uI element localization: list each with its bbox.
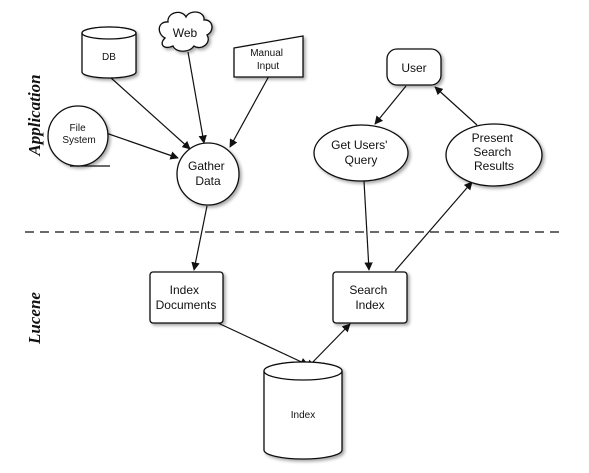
section-label-application: Application — [25, 74, 44, 156]
edge-index-search-index — [306, 323, 351, 369]
file-system-label: File System — [62, 123, 95, 146]
index-node — [263, 361, 343, 460]
edge-present-search-results-to-user — [434, 86, 478, 126]
user-label: User — [401, 61, 426, 75]
manual-input-label: Manual Input — [250, 48, 286, 72]
edge-search-index-to-present-search-results — [394, 181, 473, 272]
get-users-query-node — [313, 124, 409, 182]
gather-data-label: Gather Data — [188, 159, 228, 188]
index-documents-label: Index Documents — [156, 283, 217, 312]
edge-web-to-gather-data — [187, 51, 207, 144]
edge-user-to-get-users-query — [374, 85, 407, 125]
get-users-query-label: Get Users' Query — [331, 138, 391, 167]
section-label-lucene: Lucene — [25, 292, 44, 345]
web-label: Web — [173, 26, 198, 40]
index-documents-node — [149, 271, 224, 324]
gather-data-node — [176, 142, 240, 206]
edge-db-to-gather-data — [109, 76, 191, 150]
web-node — [158, 11, 213, 52]
edge-get-users-query-to-search-index — [363, 180, 373, 271]
present-search-results-node — [445, 123, 543, 187]
db-label: DB — [102, 52, 116, 63]
search-index-node — [332, 271, 408, 324]
edge-file-system-to-gather-data — [102, 131, 179, 160]
manual-input-node — [233, 35, 304, 78]
present-search-results-label: Present Search Results — [472, 131, 517, 173]
db-node — [81, 26, 137, 79]
index-label: Index — [291, 410, 315, 421]
search-index-label: Search Index — [349, 283, 390, 312]
edge-manual-input-to-gather-data — [229, 75, 270, 148]
edge-gather-data-to-index-documents — [191, 205, 208, 271]
edge-index-documents-to-index — [217, 322, 309, 366]
user-node — [386, 48, 442, 86]
